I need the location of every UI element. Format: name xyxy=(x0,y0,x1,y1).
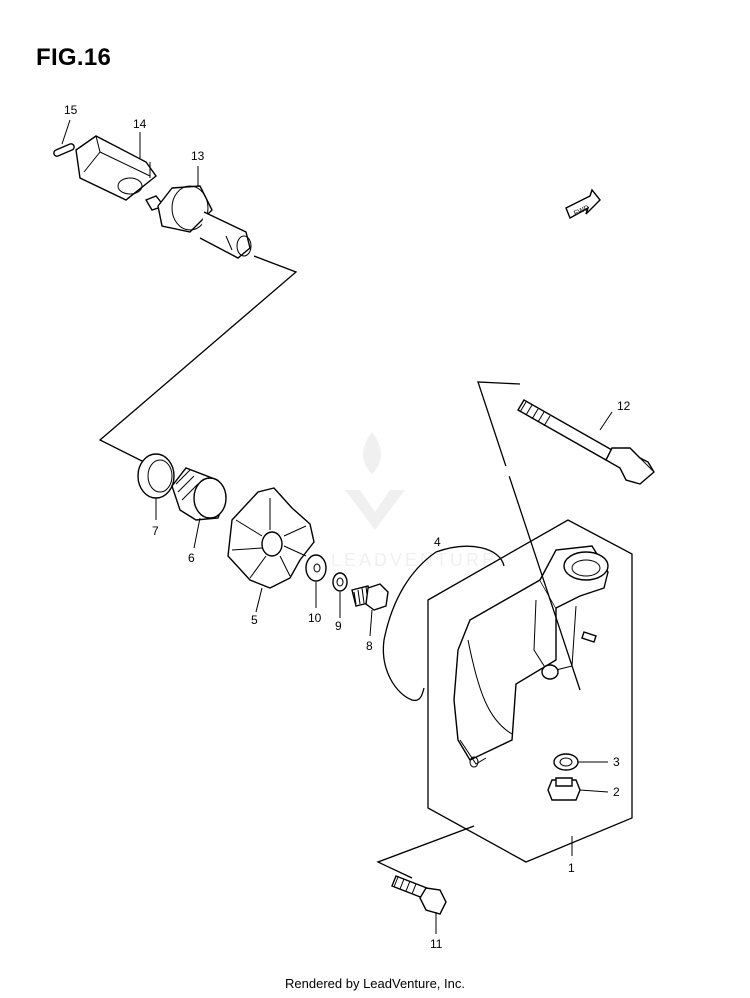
callout-6: 6 xyxy=(188,551,195,565)
part-12-long-bolt[interactable] xyxy=(517,399,655,485)
callout-11: 11 xyxy=(430,937,443,951)
part-6-mech-seal[interactable] xyxy=(171,467,227,521)
part-15-pin[interactable] xyxy=(53,143,75,157)
callout-leaders xyxy=(61,119,613,934)
part-14-coupling[interactable] xyxy=(75,135,157,201)
callout-10: 10 xyxy=(308,611,322,625)
callout-12: 12 xyxy=(617,399,631,413)
callout-14: 14 xyxy=(133,117,147,131)
leader-13-7 xyxy=(98,255,298,463)
callout-4: 4 xyxy=(434,535,441,549)
watermark-logo: LEADVENTURE xyxy=(331,432,497,570)
footer-credit: Rendered by LeadVenture, Inc. xyxy=(285,976,465,991)
callout-8: 8 xyxy=(366,639,373,653)
callout-9: 9 xyxy=(335,619,342,633)
leader-11-housing xyxy=(376,825,475,879)
callout-3: 3 xyxy=(613,755,620,769)
part-7-seal[interactable] xyxy=(137,453,175,499)
callout-2: 2 xyxy=(613,785,620,799)
callout-5: 5 xyxy=(251,613,258,627)
callout-labels: 15 14 13 7 6 5 10 9 8 4 12 3 2 1 11 xyxy=(64,103,631,951)
callout-7: 7 xyxy=(152,524,159,538)
part-5-impeller[interactable] xyxy=(227,487,315,589)
part-9-washer[interactable] xyxy=(332,572,348,592)
part-1-pump-housing[interactable] xyxy=(427,519,633,863)
part-3-gasket[interactable] xyxy=(553,753,579,771)
leader-12-housing xyxy=(477,381,581,691)
fwd-arrow-icon: FWD xyxy=(565,188,601,219)
callout-13: 13 xyxy=(191,149,205,163)
part-2-drain-plug[interactable] xyxy=(547,777,581,801)
part-11-bolt[interactable] xyxy=(391,875,447,915)
figure-title: FIG.16 xyxy=(36,44,112,71)
callout-15: 15 xyxy=(64,103,78,117)
part-4-o-ring[interactable] xyxy=(382,545,505,702)
part-8-bolt[interactable] xyxy=(351,583,389,611)
watermark-text: LEADVENTURE xyxy=(331,550,497,570)
part-13-shaft[interactable] xyxy=(144,185,252,259)
part-10-washer[interactable] xyxy=(305,554,327,582)
callout-1: 1 xyxy=(568,861,575,875)
